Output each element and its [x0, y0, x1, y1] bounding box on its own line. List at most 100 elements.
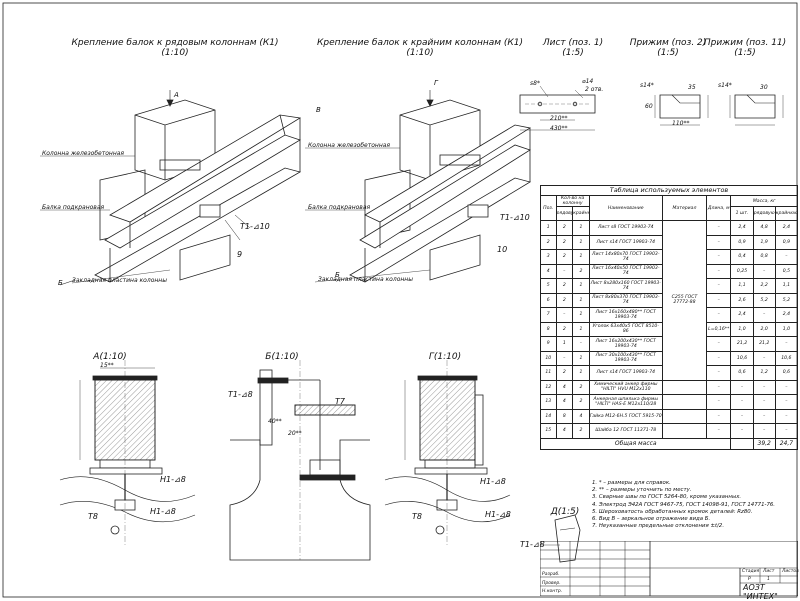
cell-length: – — [706, 423, 732, 439]
title-sheet-pos1-scale: (1:5) — [562, 48, 584, 58]
section-g-drawing — [384, 360, 511, 545]
label-hole: ⌀14 — [582, 78, 594, 85]
cell-qty-edge: 1 — [572, 321, 590, 337]
cell-material — [661, 408, 708, 424]
cell-mass-edge: 1,0 — [774, 321, 799, 337]
cell-qty-row: 4 — [555, 423, 574, 439]
stamp-stage: Р — [748, 577, 751, 582]
cell-qty-edge: 2 — [572, 263, 590, 279]
cell-mass-edge: 5,2 — [774, 292, 799, 308]
cell-length: – — [706, 350, 732, 366]
cell-qty-edge: 1 — [572, 249, 590, 265]
cell-pos: 7 — [540, 307, 557, 323]
title-clamp-pos11: Прижим (поз. 11) — [703, 38, 787, 48]
callout-weld-t1-b: Т1-⊿10 — [500, 213, 530, 222]
cell-name: Гайка М12-6Н.5 ГОСТ 5915-70 — [588, 408, 663, 424]
cell-pos: 10 — [540, 350, 557, 366]
cell-pos: 15 — [540, 423, 557, 439]
title-edge-column: Крепление балок к крайним колоннам (К1) — [316, 38, 524, 48]
cell-mass-unit: 0,25 — [730, 263, 754, 279]
cell-mass-edge: – — [774, 394, 799, 410]
note-item: 3. Сварные швы по ГОСТ 5264-80, кроме ук… — [592, 494, 742, 501]
cell-mass-row: 2,2 — [752, 278, 776, 294]
th-qty-row: рядовую — [555, 206, 574, 221]
cell-mass-edge: 0,6 — [774, 365, 799, 381]
cell-mass-row: – — [752, 350, 776, 366]
total-label: Общая масса — [539, 437, 732, 450]
cell-length: – — [706, 307, 732, 323]
cell-material: С255 ГОСТ 27772-88 — [661, 220, 708, 381]
title-sheet-pos1: Лист (поз. 1) — [542, 38, 604, 48]
cell-mass-row: – — [752, 379, 776, 395]
title-block — [540, 541, 798, 596]
cell-name: Шайба 12 ГОСТ 11371-78 — [588, 423, 663, 439]
callout-beam-crane-1: Балка подкрановая — [42, 204, 105, 211]
arrow-label-b: Б — [58, 279, 63, 287]
label-holes-count: 2 отв. — [585, 86, 604, 93]
label-dim-210: 210** — [550, 115, 568, 122]
note-item: 2. ** – размеры уточнить по месту. — [592, 487, 692, 494]
cell-qty-edge: 2 — [572, 423, 590, 439]
note-item: 7. Неуказанные предельные отклонения ±t/… — [592, 523, 725, 530]
callout-column-rc-2: Колонна железобетонная — [308, 142, 391, 149]
cell-pos: 6 — [540, 292, 557, 308]
label-s14b: s14* — [718, 82, 732, 89]
cell-mass-edge: – — [774, 379, 799, 395]
cell-mass-unit: – — [730, 423, 754, 439]
cell-pos: 9 — [540, 336, 557, 352]
cell-mass-row: 0,8 — [752, 249, 776, 265]
th-qty-edge: крайнюю — [572, 206, 590, 221]
cell-qty-row: 2 — [555, 249, 574, 265]
cell-name: Лист 8x80x370 ГОСТ 19903-74 — [588, 292, 663, 308]
stamp-company: АОЗТ "ИНТЕХ" — [743, 583, 778, 601]
th-pos: Поз. — [540, 195, 557, 221]
cell-mass-unit: 2,4 — [730, 307, 754, 323]
sheet-pos1-drawing — [519, 85, 596, 131]
cell-pos: 8 — [540, 321, 557, 337]
cell-mass-edge: – — [774, 249, 799, 265]
cell-name: Химический анкер фирмы "HILTI" HVU M12x1… — [588, 379, 663, 395]
label-dim-60: 60 — [645, 103, 653, 110]
cell-mass-unit: 10,6 — [730, 350, 754, 366]
cell-mass-edge: 0,9 — [774, 234, 799, 250]
cell-qty-edge: 2 — [572, 379, 590, 395]
callout-weld-h1-d: Н1-⊿8 — [480, 477, 506, 486]
th-material: Материал — [661, 195, 708, 221]
callout-beam-crane-2: Балка подкрановая — [308, 204, 371, 211]
th-mass-edge: крайнюю — [774, 206, 799, 221]
isometric-view-row-column — [40, 90, 302, 286]
cell-qty-row: 1 — [555, 336, 574, 352]
elements-table: Таблица используемых элементов Поз. Кол-… — [539, 185, 799, 450]
th-length: Длина, м — [706, 195, 732, 221]
cell-pos: 11 — [540, 365, 557, 381]
cell-pos: 2 — [540, 234, 557, 250]
cell-pos: 3 — [540, 249, 557, 265]
cell-length: – — [706, 278, 732, 294]
cell-length: – — [706, 408, 732, 424]
cell-pos: 5 — [540, 278, 557, 294]
arrow-label-g: Г — [434, 79, 438, 87]
clamp-pos11-drawing — [729, 94, 784, 126]
cell-length: – — [706, 365, 732, 381]
arrow-label-v: В — [316, 106, 321, 114]
callout-pos-10: 10 — [497, 245, 508, 254]
note-item: 5. Шероховатость обработанных кромок дет… — [592, 508, 753, 515]
cell-mass-unit: 2,4 — [730, 220, 754, 236]
callout-weld-t1-a: Т1-⊿10 — [240, 222, 270, 231]
cell-qty-row: 2 — [555, 278, 574, 294]
cell-mass-row: – — [752, 423, 776, 439]
stamp-sheet-label: Лист — [763, 569, 775, 574]
cell-material — [661, 423, 708, 439]
cell-length: – — [706, 234, 732, 250]
cell-mass-unit: 0,9 — [730, 234, 754, 250]
label-s14a: s14* — [640, 82, 654, 89]
label-dim-40: 40** — [268, 418, 282, 425]
cell-name: Лист 30x100x430** ГОСТ 19903-74 — [588, 350, 663, 366]
cell-mass-edge: 2,4 — [774, 307, 799, 323]
